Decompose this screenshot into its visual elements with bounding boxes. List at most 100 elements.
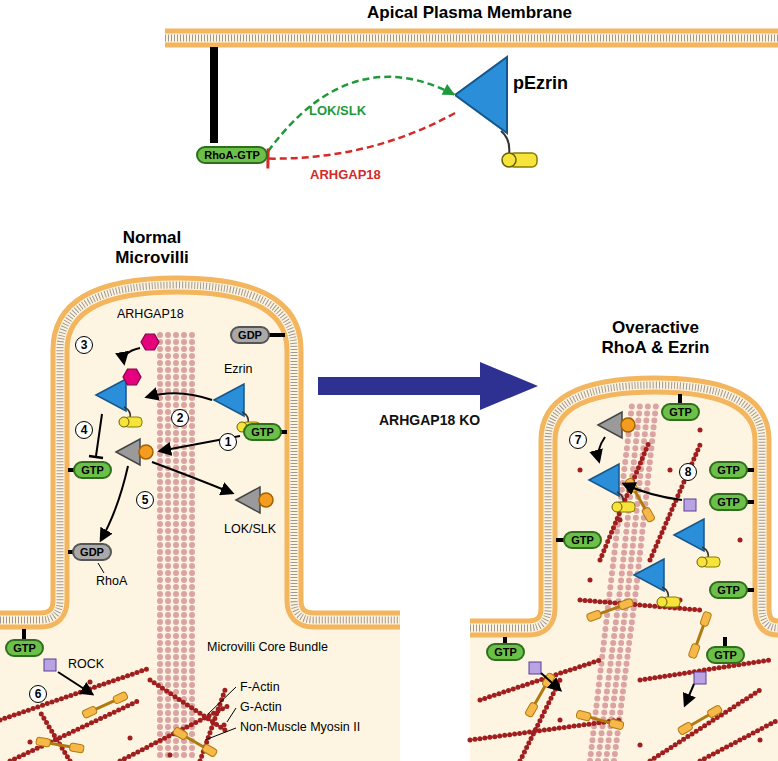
membrane <box>165 29 778 48</box>
node-text: GDP <box>80 546 104 558</box>
callout-number: 7 <box>569 431 587 449</box>
node-text: GTP <box>13 642 36 654</box>
structure-label: Microvilli Core Bundle <box>207 640 328 654</box>
protein <box>123 369 141 385</box>
protein <box>236 487 273 513</box>
cytoplasm <box>0 285 400 761</box>
node-text: GTP <box>717 464 740 476</box>
g-actin <box>88 680 93 685</box>
myosin <box>525 672 556 718</box>
membrane <box>470 385 778 628</box>
g-actin <box>758 738 763 743</box>
protein <box>694 672 706 684</box>
core-bundle <box>165 335 171 761</box>
protein <box>96 379 142 427</box>
protein-label: RhoA <box>96 574 127 588</box>
node-text: GTP <box>251 426 274 438</box>
myosin <box>576 710 624 730</box>
node-text: pEzrin <box>513 73 568 94</box>
membrane <box>470 385 778 628</box>
node-text: GTP <box>717 584 740 596</box>
membrane <box>0 285 400 620</box>
anchor <box>268 333 285 337</box>
protein-label: ROCK <box>68 657 104 671</box>
leader-line <box>205 728 236 740</box>
pathway-arrow <box>58 348 694 705</box>
callout-number: 2 <box>171 409 189 427</box>
pathway-arrow <box>147 393 212 400</box>
g-actin <box>738 538 743 543</box>
g-actin <box>28 740 33 745</box>
g-actin <box>222 723 227 728</box>
membrane <box>0 285 400 620</box>
callout-number: 6 <box>29 685 47 703</box>
g-actin <box>168 753 173 758</box>
f-actin <box>0 440 778 761</box>
node-text: GDP <box>238 329 262 341</box>
protein <box>589 464 635 512</box>
transition-label: ARHGAP18 KO <box>379 412 480 428</box>
protein-label: LOK/SLK <box>224 522 276 536</box>
g-actin <box>28 428 763 758</box>
pathway-arrow <box>541 673 560 690</box>
g-actin <box>618 518 623 523</box>
panel-title: Normal Microvilli <box>102 228 202 267</box>
protein <box>529 662 541 674</box>
node-text: RhoA-GTP <box>204 149 260 161</box>
protein-node: pEzrin <box>455 55 585 180</box>
core-bundle <box>181 335 187 761</box>
protein-label: ARHGAP18 <box>117 307 184 321</box>
callout-number: 4 <box>75 421 93 439</box>
f-actin <box>470 720 620 740</box>
callout-number: 5 <box>136 491 154 509</box>
pathway-arrow <box>152 462 232 493</box>
leader-line <box>208 687 236 714</box>
rhoa-pill: RhoA-GTP <box>196 146 268 164</box>
protein <box>116 439 153 465</box>
callout-number: 3 <box>75 336 93 354</box>
protein <box>141 334 159 350</box>
ezrin-shape <box>501 131 509 155</box>
pathway-arrow <box>685 684 694 705</box>
g-actin <box>128 736 133 741</box>
rhoa-pill: GTP <box>661 403 700 421</box>
pathway-arrow <box>89 456 103 458</box>
myosin <box>172 727 218 758</box>
pathway-arrow <box>96 414 102 456</box>
myosin <box>82 691 129 719</box>
callout-number: 1 <box>219 433 237 451</box>
node-text: GTP <box>494 646 517 658</box>
membrane <box>470 385 778 628</box>
connector-label: ARHGAP18 <box>310 167 381 182</box>
protein <box>598 412 635 438</box>
f-actin <box>120 705 230 761</box>
structure-label: Non-Muscle Myosin II <box>240 720 360 734</box>
rhoa-pill: GTP <box>709 581 748 599</box>
g-actin <box>638 743 643 748</box>
membrane <box>165 34 778 43</box>
cytoplasm <box>470 385 778 761</box>
pathway-arrow <box>58 672 92 694</box>
f-actin <box>650 690 760 761</box>
g-actin <box>588 578 593 583</box>
f-actin <box>40 712 70 761</box>
protein <box>674 519 720 567</box>
anchor <box>210 47 218 143</box>
rhoa-pill: GTP <box>709 461 748 479</box>
myosin <box>625 477 656 523</box>
core-bundle <box>189 335 195 761</box>
protein <box>684 499 696 511</box>
dashed-connector <box>268 113 455 159</box>
ezrin-shape <box>502 153 516 167</box>
g-actin <box>668 468 673 473</box>
membrane <box>165 35 778 42</box>
pathway-arrow <box>624 484 682 500</box>
structure-label: G-Actin <box>240 700 282 714</box>
transition-arrow <box>318 362 538 410</box>
g-actin <box>578 468 583 473</box>
heading: Apical Plasma Membrane <box>367 3 572 23</box>
pathway-arrow <box>598 437 605 461</box>
f-actin <box>600 440 650 560</box>
